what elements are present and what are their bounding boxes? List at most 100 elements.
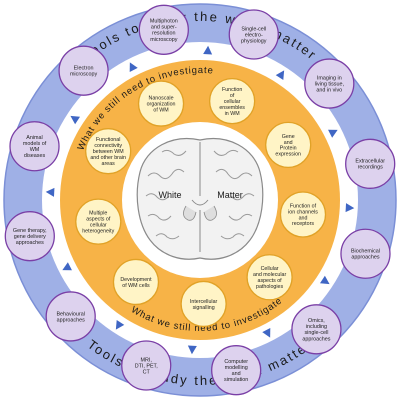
tool-bubble-animal-models-text-line: WM (30, 147, 40, 153)
question-bubble-intercellular-signalling-text-line: signalling (193, 305, 215, 311)
question-bubble-cellular-ensembles-text-line: ensembles (219, 105, 245, 111)
tool-bubble-gene-therapy-text-line: approaches (16, 240, 44, 246)
tool-bubble-imaging-modalities-text-line: CT (143, 369, 151, 375)
tool-bubble-imaging-modalities: MRI,DTI, PET,CT (121, 340, 172, 391)
tool-bubble-computer-modelling-text-line: simulation (224, 377, 248, 383)
inward-arrow (275, 70, 285, 81)
tool-bubble-multiphoton-text-line: and super- (151, 25, 177, 31)
tool-bubble-animal-models-text-line: models of (23, 141, 47, 147)
inward-arrow (203, 45, 213, 55)
tool-bubble-single-cell-electrophysiology-circle (228, 9, 279, 60)
tool-bubble-single-cell-electrophysiology-text-line: electro- (245, 32, 263, 38)
inward-arrow (115, 319, 125, 330)
tool-bubble-electron-microscopy-text-line: microscopy (70, 72, 98, 78)
question-bubble-nanoscale-organization-text-line: Nanoscale (149, 95, 174, 101)
tool-bubble-behavioural-approaches-circle (45, 291, 96, 342)
tool-bubble-computer-modelling-text-line: Computer (224, 359, 248, 365)
question-bubble-cellular-ensembles-text-line: of (230, 93, 235, 99)
question-bubble-nanoscale-organization-circle (137, 80, 185, 127)
tool-bubble-omics-circle (291, 304, 342, 355)
question-bubble-intercellular-signalling-text-line: Intercellular (190, 299, 218, 305)
question-bubble-development-text-line: Development (120, 277, 152, 283)
tool-bubble-imaging-modalities-circle (121, 340, 172, 391)
question-bubble-pathologies-text-line: Cellular (261, 266, 279, 272)
brain-ventricles (183, 205, 217, 221)
inward-arrow (187, 345, 197, 355)
tool-bubble-single-cell-electrophysiology-text-line: physiology (241, 38, 267, 44)
tool-bubble-animal-models-text-line: diseases (24, 153, 46, 159)
question-bubble-heterogeneity-text-line: heterogeneity (82, 228, 114, 234)
question-bubble-pathologies-text-line: aspects of (258, 278, 283, 284)
question-bubble-cellular-ensembles-text-line: Function (222, 87, 242, 93)
question-bubble-heterogeneity-text-line: aspects of (86, 217, 111, 223)
tool-bubble-multiphoton-text-line: microscopy (150, 37, 178, 43)
tool-bubble-imaging-living-tissue-text-line: living tissue, (315, 81, 345, 87)
tool-bubble-biochemical-approaches-text-line: approaches (351, 255, 379, 261)
inward-arrow (328, 129, 338, 138)
question-bubble-pathologies-text-line: pathologies (256, 284, 283, 290)
question-bubble-ion-channels-text-line: Function of (290, 203, 317, 209)
question-bubble-ion-channels-text-line: ion channels (288, 209, 318, 215)
question-bubble-gene-protein-expression-text-line: Protein (280, 146, 297, 152)
question-bubble-functional-connectivity-text-line: Functional (96, 137, 120, 143)
question-bubble-heterogeneity-circle (75, 198, 122, 245)
tool-bubble-imaging-modalities-text-line: DTI, PET, (135, 363, 159, 369)
tool-bubble-extracellular-recordings-text-line: Extracellular (355, 159, 385, 165)
arrows (45, 45, 355, 355)
tool-bubble-imaging-living-tissue-text-line: Imaging in (317, 75, 342, 81)
tool-bubble-single-cell-electrophysiology-text-line: Single-cell (241, 26, 266, 32)
inward-arrow (70, 115, 81, 125)
brain-cortex-folds-left (145, 149, 187, 240)
tool-bubble-omics-text-line: including (306, 324, 327, 330)
tool-bubble-gene-therapy-circle (4, 211, 55, 262)
question-bubble-gene-protein-expression-text-line: and (284, 140, 293, 146)
tool-bubble-imaging-living-tissue-text-line: and in vivo (316, 88, 342, 94)
center-label-left: White (158, 190, 181, 200)
inward-arrow (262, 328, 271, 338)
tool-bubble-computer-modelling-text-line: modelling (225, 365, 248, 371)
inward-arrow (129, 62, 138, 72)
brain-section-icon (136, 138, 264, 260)
question-bubble-ion-channels-text-line: receptors (292, 221, 314, 227)
tool-bubble-omics-text-line: single-cell (304, 330, 328, 336)
tool-bubble-gene-therapy-text-line: gene delivery (14, 234, 46, 240)
tool-bubble-animal-models-text-line: Animal (26, 135, 42, 141)
question-bubble-functional-connectivity-text-line: connectivity (94, 143, 122, 149)
tool-bubble-computer-modelling-circle (211, 345, 262, 396)
question-bubble-ion-channels-text-line: and (299, 215, 308, 221)
question-bubble-pathologies-circle (246, 254, 293, 301)
inward-arrow (62, 262, 72, 271)
question-bubble-functional-connectivity-text-line: and other brain (90, 155, 126, 161)
tool-bubble-biochemical-approaches-circle (340, 228, 391, 279)
question-bubble-functional-connectivity-text-line: between WM (93, 149, 124, 155)
brain-outline (136, 138, 264, 260)
question-bubble-development-circle (112, 258, 160, 306)
tool-bubble-imaging-living-tissue-circle (304, 58, 355, 109)
tool-bubble-extracellular-recordings-text-line: recordings (358, 165, 383, 171)
inward-arrow (345, 203, 355, 213)
question-bubble-functional-connectivity-text-line: areas (102, 161, 116, 167)
question-bubble-intercellular-signalling-circle (180, 280, 227, 328)
tool-bubble-computer-modelling-text-line: and (232, 371, 241, 377)
question-bubble-functional-connectivity-circle (85, 128, 132, 175)
tool-bubble-behavioural-approaches-text-line: approaches (57, 317, 85, 323)
question-bubble-heterogeneity-text-line: Multiple (89, 211, 107, 217)
tool-bubble-imaging-modalities-text-line: MRI, (141, 357, 153, 363)
brain-cortex-folds-right (213, 149, 255, 240)
inward-arrow (45, 187, 55, 197)
